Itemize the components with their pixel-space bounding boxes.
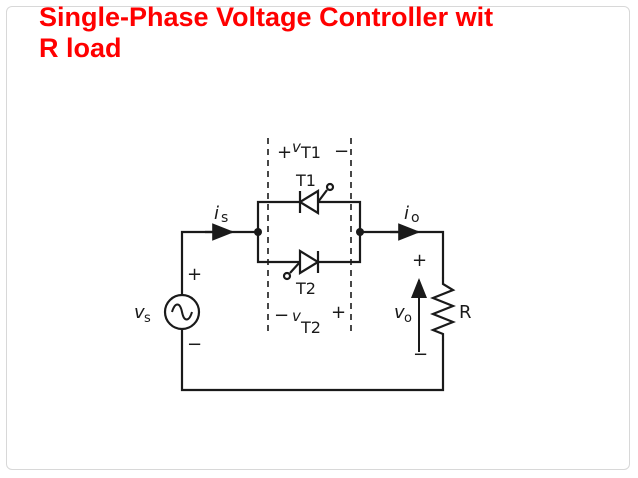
title-line-2: R load [39,33,122,63]
vo-sub: o [404,311,412,326]
vs-sub: s [144,311,151,326]
vo-plus: + [412,250,427,271]
io-sub: o [411,210,420,226]
title-line-1: Single-Phase Voltage Controller wit [39,2,494,32]
is-sub: s [221,210,228,226]
t2-label: T2 [295,279,316,298]
vt1-plus: + [277,142,292,163]
wire-output [358,230,445,280]
vs-minus: − [187,334,202,355]
slide-frame [6,6,630,470]
junction-right [356,228,364,236]
vt2-minus: − [274,305,289,326]
sine-icon [171,303,193,321]
vt2-v: v [292,307,302,325]
vt1-v: v [292,138,302,156]
vt2-plus: + [331,302,346,323]
thyristor-t1 [297,182,335,215]
junction-left [254,228,262,236]
io-label: i [404,203,409,224]
is-label: i [214,203,219,224]
vt1-minus: − [334,141,349,162]
slide-title: Single-Phase Voltage Controller wit R lo… [39,2,599,64]
wire-bottom [180,326,445,392]
vt2-sub: T2 [300,318,321,337]
vs-label: v [134,302,145,323]
vt1-sub: T1 [300,143,321,162]
vo-minus: − [413,344,428,365]
vs-plus: + [187,264,202,285]
t1-label: T1 [295,171,316,190]
resistor-r [430,276,456,342]
r-label: R [459,302,472,323]
thyristor-t2 [282,249,321,281]
vo-label: v [394,302,405,323]
